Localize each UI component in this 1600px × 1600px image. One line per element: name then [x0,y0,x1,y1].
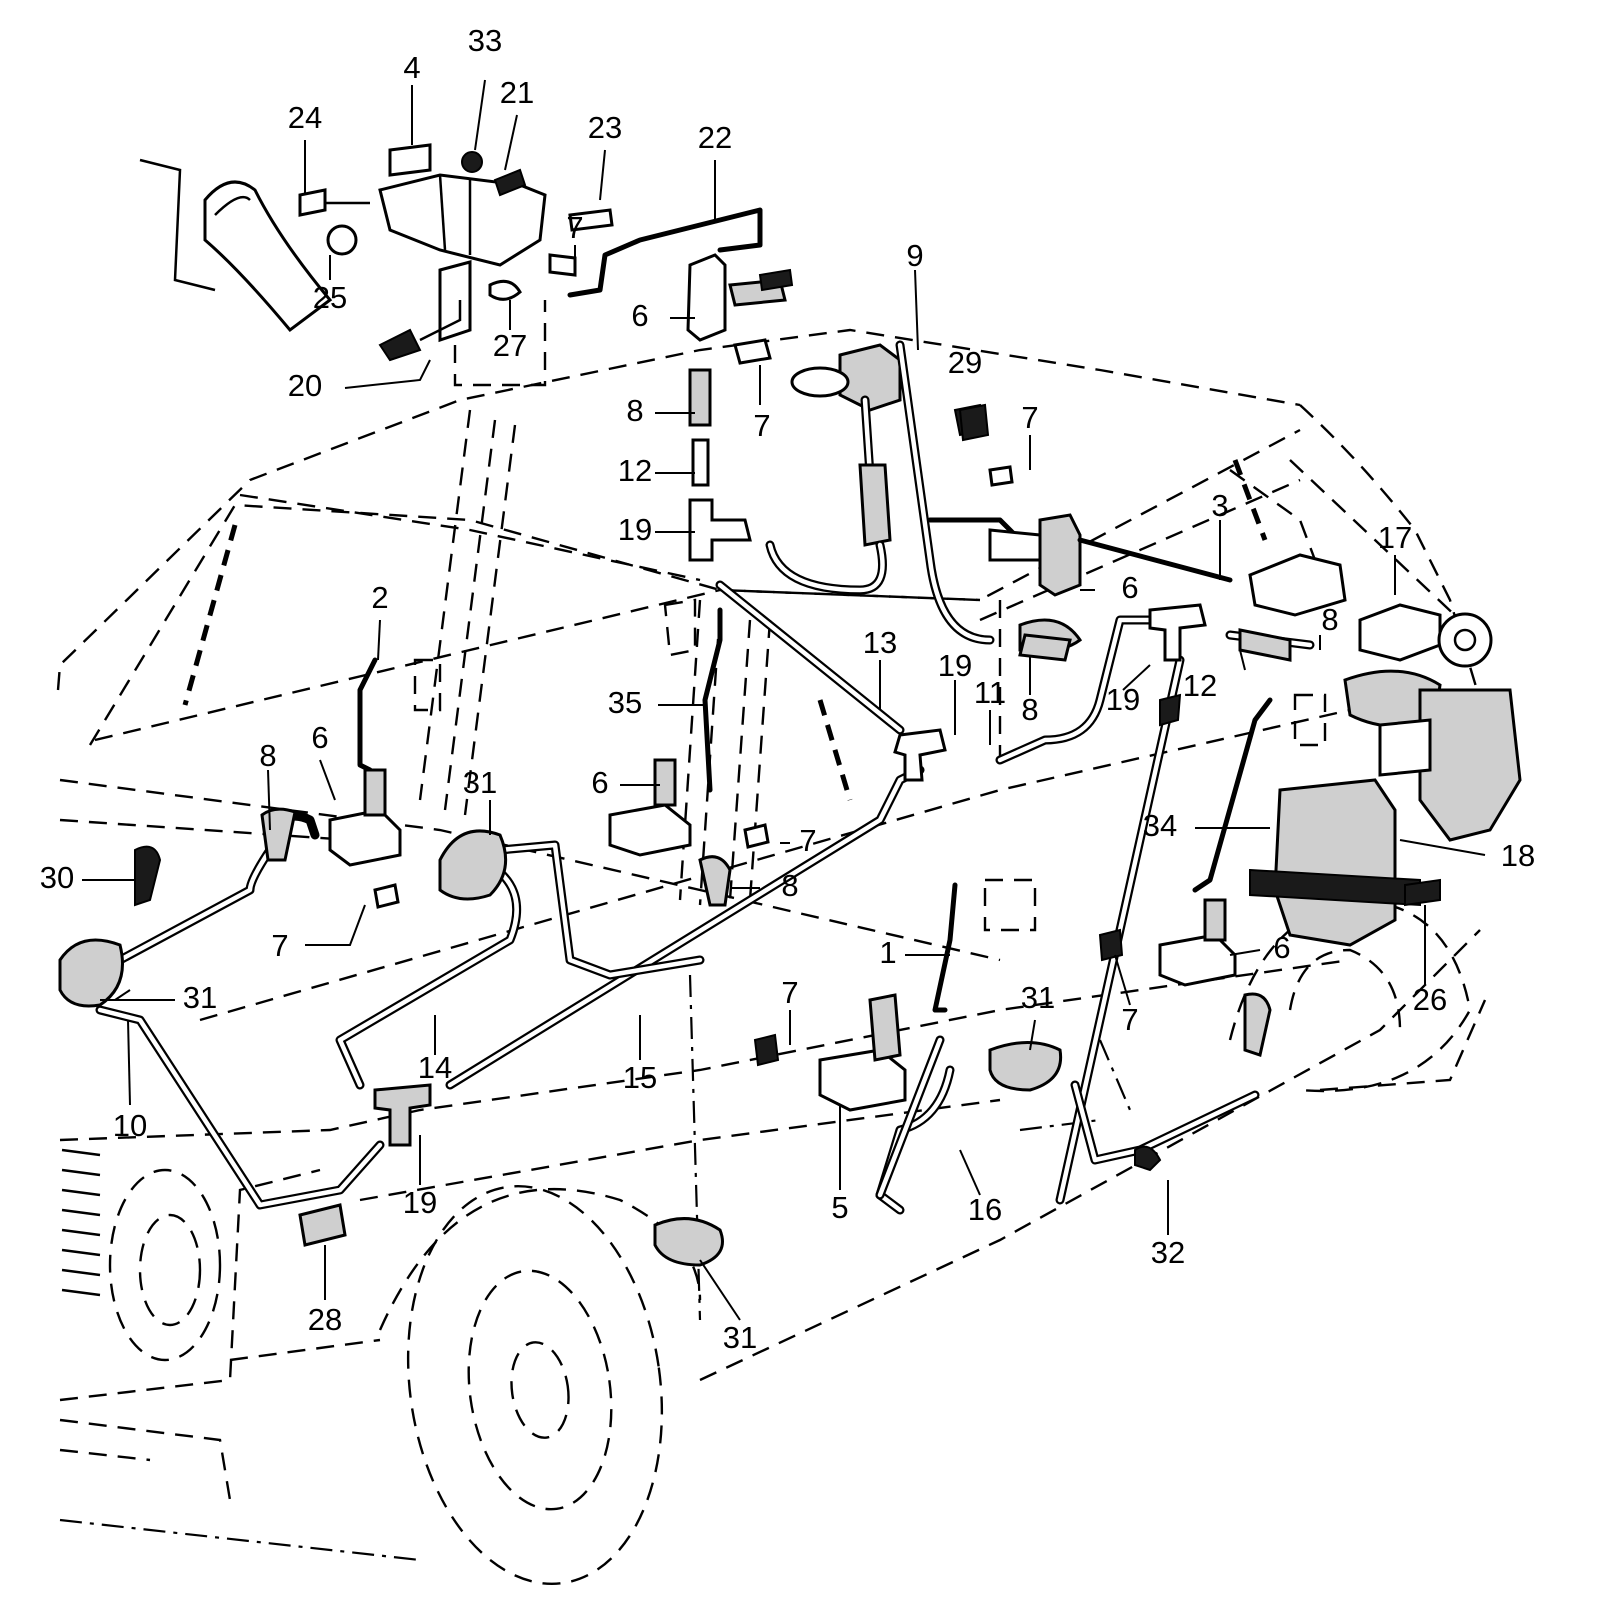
callout-19: 19 [618,512,652,547]
callout-13: 13 [863,625,897,660]
callout-6: 6 [1121,570,1138,605]
vacuum-valves [328,465,1237,1112]
vacuum-pump-assembly [927,513,1522,947]
callout-8: 8 [781,868,798,903]
callout-20: 20 [288,368,322,403]
bellows-actuators [58,829,1063,1267]
vacuum-actuator-upper [686,253,794,562]
callout-8: 8 [1321,602,1338,637]
callout-7: 7 [799,823,816,858]
callout-33: 33 [468,23,502,58]
callout-5: 5 [831,1190,848,1225]
vacuum-tube-assembly-9 [765,340,995,645]
callout-31: 31 [1021,980,1055,1015]
callout-26: 26 [1413,982,1447,1017]
callout-7: 7 [566,210,583,245]
callout-7: 7 [1121,1002,1138,1037]
callout-27: 27 [493,328,527,363]
callout-4: 4 [403,50,420,85]
callout-28: 28 [308,1302,342,1337]
callout-16: 16 [968,1192,1002,1227]
callout-12: 12 [618,453,652,488]
callout-leaders [82,79,1486,1321]
callout-7: 7 [753,408,770,443]
callout-31: 31 [183,980,217,1015]
callout-22: 22 [698,120,732,155]
callout-24: 24 [288,100,322,135]
callout-21: 21 [500,75,534,110]
callout-1: 1 [879,935,896,970]
callout-6: 6 [1273,930,1290,965]
callout-11: 11 [974,675,1006,710]
callout-19: 19 [938,648,972,683]
callout-29: 29 [948,345,982,380]
callout-7: 7 [271,928,288,963]
intake-bracket-assembly [139,143,763,387]
callout-7: 7 [781,975,798,1010]
callout-12: 12 [1183,668,1217,703]
vacuum-lines [95,580,1315,1215]
callout-25: 25 [313,280,347,315]
callout-2: 2 [371,580,388,615]
callout-labels: 33 4 21 24 23 22 7 25 27 20 6 7 8 12 19 … [40,23,1535,1355]
callout-32: 32 [1151,1235,1185,1270]
callout-15: 15 [623,1060,657,1095]
callout-8: 8 [259,738,276,773]
callout-17: 17 [1378,520,1412,555]
callout-9: 9 [906,238,923,273]
callout-8: 8 [1021,692,1038,727]
small-fittings [134,403,1441,1247]
callout-34: 34 [1143,808,1177,843]
vacuum-hoses-and-brackets [260,598,1327,1057]
callout-6: 6 [591,765,608,800]
callout-3: 3 [1211,488,1228,523]
callout-7: 7 [1021,400,1038,435]
callout-18: 18 [1501,838,1535,873]
callout-31: 31 [723,1320,757,1355]
callout-14: 14 [418,1050,452,1085]
callout-30: 30 [40,860,74,895]
callout-19: 19 [1106,682,1140,717]
callout-35: 35 [608,685,642,720]
callout-8: 8 [626,393,643,428]
callout-23: 23 [588,110,622,145]
vehicle-body-outline [56,328,1487,1586]
callout-10: 10 [113,1108,147,1143]
callout-6: 6 [311,720,328,755]
callout-6: 6 [631,298,648,333]
callout-19: 19 [403,1185,437,1220]
callout-31: 31 [463,765,497,800]
